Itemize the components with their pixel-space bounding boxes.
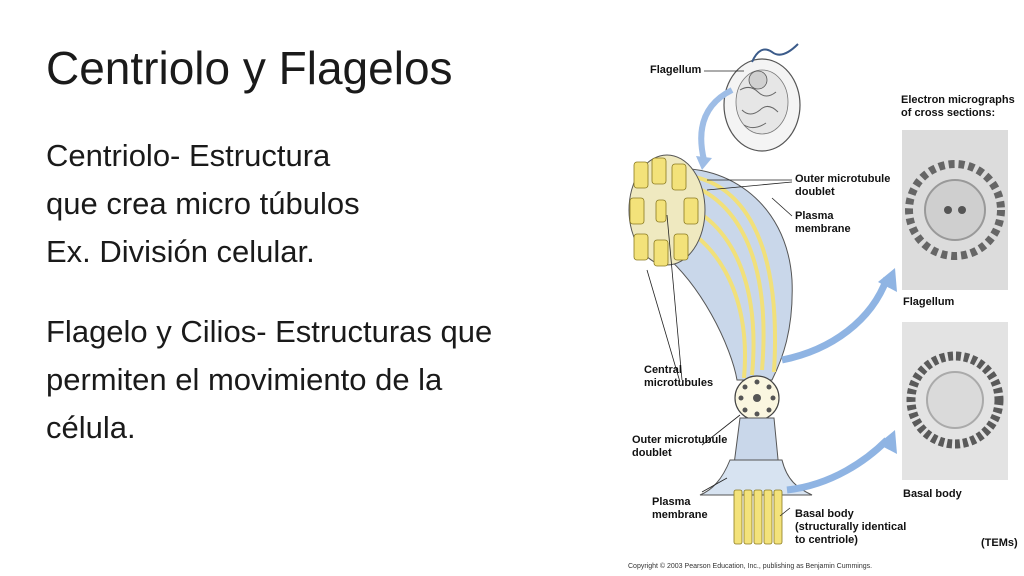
label-line: of cross sections: <box>901 107 996 119</box>
label-line: Outer microtubule <box>632 434 728 446</box>
text-line: permiten el movimiento de la <box>46 362 443 397</box>
flagella-description: Flagelo y Cilios- Estructuras que permit… <box>46 308 492 452</box>
flagellum-micrograph <box>902 130 1008 290</box>
arrow-to-basal-body-em <box>786 437 890 494</box>
flagellum-diagram: Flagellum Electron micrographs of cross … <box>612 30 1024 576</box>
arrow-to-flagellum-em <box>781 276 891 364</box>
label-line: Outer microtubule <box>795 173 891 185</box>
cell-illustration <box>723 43 801 152</box>
label-line: Basal body <box>795 508 854 520</box>
label-basal-body-em: Basal body <box>903 488 962 500</box>
label-outer-doublet-1: Outer microtubule doublet <box>795 173 890 199</box>
text-line: Flagelo y Cilios- Estructuras que <box>46 314 493 349</box>
label-line: Plasma <box>795 210 834 222</box>
label-outer-doublet-2: Outer microtubule doublet <box>632 434 727 460</box>
label-basal-body-desc: Basal body (structurally identical to ce… <box>795 508 906 547</box>
microtubule-doublets <box>629 157 699 267</box>
label-em-title: Electron micrographs of cross sections: <box>901 94 1015 120</box>
flagellum-illustration <box>628 43 1008 545</box>
leader-lines <box>646 70 793 517</box>
label-line: Plasma <box>652 496 691 508</box>
label-line: doublet <box>795 186 835 198</box>
label-flagellum-em: Flagellum <box>903 296 955 308</box>
copyright-notice: Copyright © 2003 Pearson Education, Inc.… <box>628 563 873 570</box>
text-line: Centriolo- Estructura <box>46 138 331 173</box>
pointer-arrow <box>698 87 734 161</box>
basal-body <box>733 489 783 545</box>
text-line: que crea micro túbulos <box>46 186 360 221</box>
slide-title: Centriolo y Flagelos <box>46 42 453 94</box>
label-line: microtubules <box>644 377 714 389</box>
label-plasma-membrane-2: Plasma membrane <box>652 496 708 522</box>
label-tems: (TEMs) <box>981 537 1018 549</box>
label-plasma-membrane-1: Plasma membrane <box>795 210 851 236</box>
label-flagellum-top: Flagellum <box>650 64 702 76</box>
label-line: membrane <box>652 509 708 521</box>
label-line: Central <box>644 364 682 376</box>
label-line: (structurally identical <box>795 521 907 533</box>
label-line: membrane <box>795 223 851 235</box>
text-line: célula. <box>46 410 136 445</box>
label-line: Electron micrographs <box>901 94 1015 106</box>
centriole-description: Centriolo- Estructura que crea micro túb… <box>46 132 360 276</box>
label-central-microtubules: Central microtubules <box>644 364 713 390</box>
text-line: Ex. División celular. <box>46 234 315 269</box>
label-line: doublet <box>632 447 672 459</box>
basal-body-micrograph <box>902 322 1008 480</box>
label-line: to centriole) <box>795 534 858 546</box>
